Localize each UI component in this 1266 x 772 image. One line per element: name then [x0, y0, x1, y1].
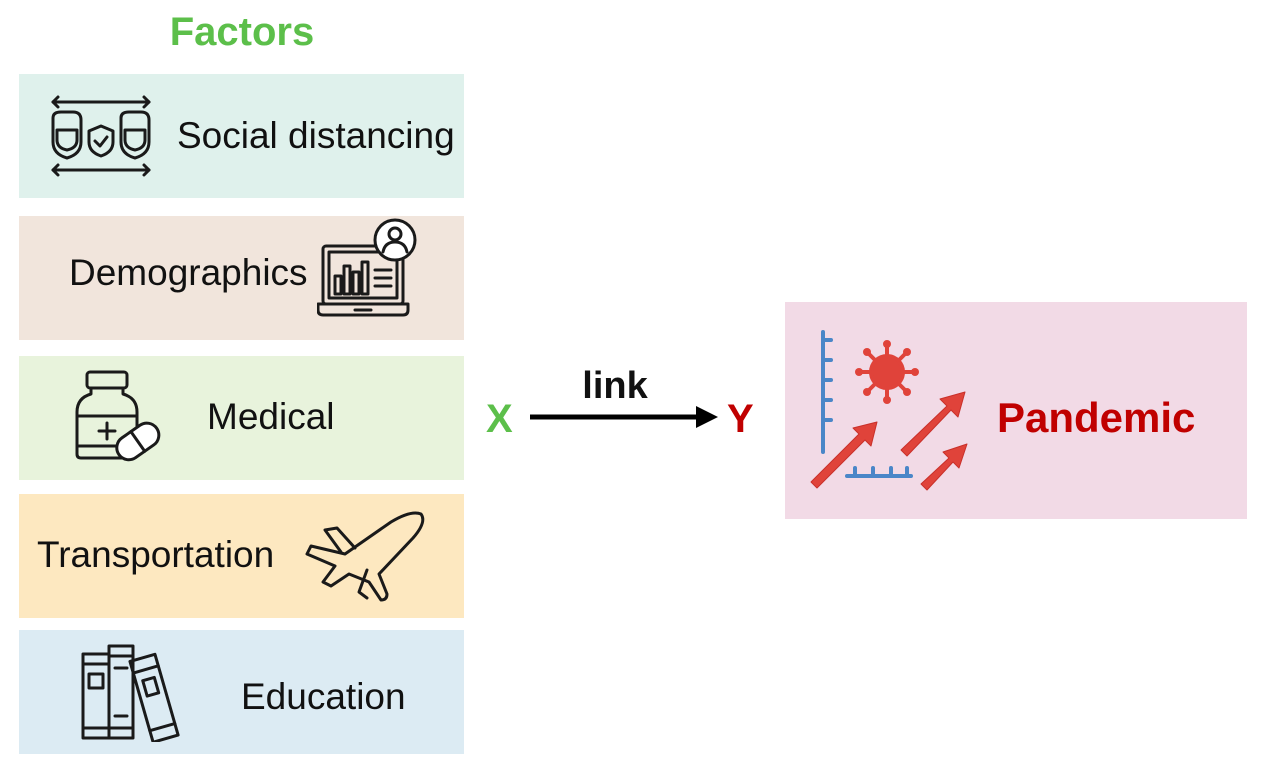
social-distancing-icon [51, 95, 151, 177]
link-arrow [530, 406, 718, 428]
airplane-icon [305, 511, 425, 602]
factor-label: Transportation [37, 534, 275, 575]
factor-demographics: Demographics [19, 216, 464, 340]
target-pandemic: Pandemic [785, 302, 1247, 519]
factor-label: Social distancing [177, 115, 455, 156]
link-label: link [582, 365, 648, 407]
laptop-chart-icon [317, 218, 417, 317]
y-variable-label: Y [727, 397, 754, 441]
factor-social-distancing: Social distancing [19, 74, 464, 198]
factor-label: Education [241, 676, 406, 717]
factor-label: Demographics [69, 252, 308, 293]
target-label: Pandemic [997, 394, 1196, 441]
x-variable-label: X [486, 397, 513, 441]
pandemic-chart-icon [810, 330, 968, 491]
factor-medical: Medical [19, 356, 464, 480]
medicine-bottle-icon [75, 370, 161, 462]
factor-label: Medical [207, 396, 335, 437]
books-icon [81, 644, 180, 742]
factors-title: Factors [169, 10, 315, 54]
factor-transportation: Transportation [19, 494, 464, 618]
factor-education: Education [19, 630, 464, 754]
